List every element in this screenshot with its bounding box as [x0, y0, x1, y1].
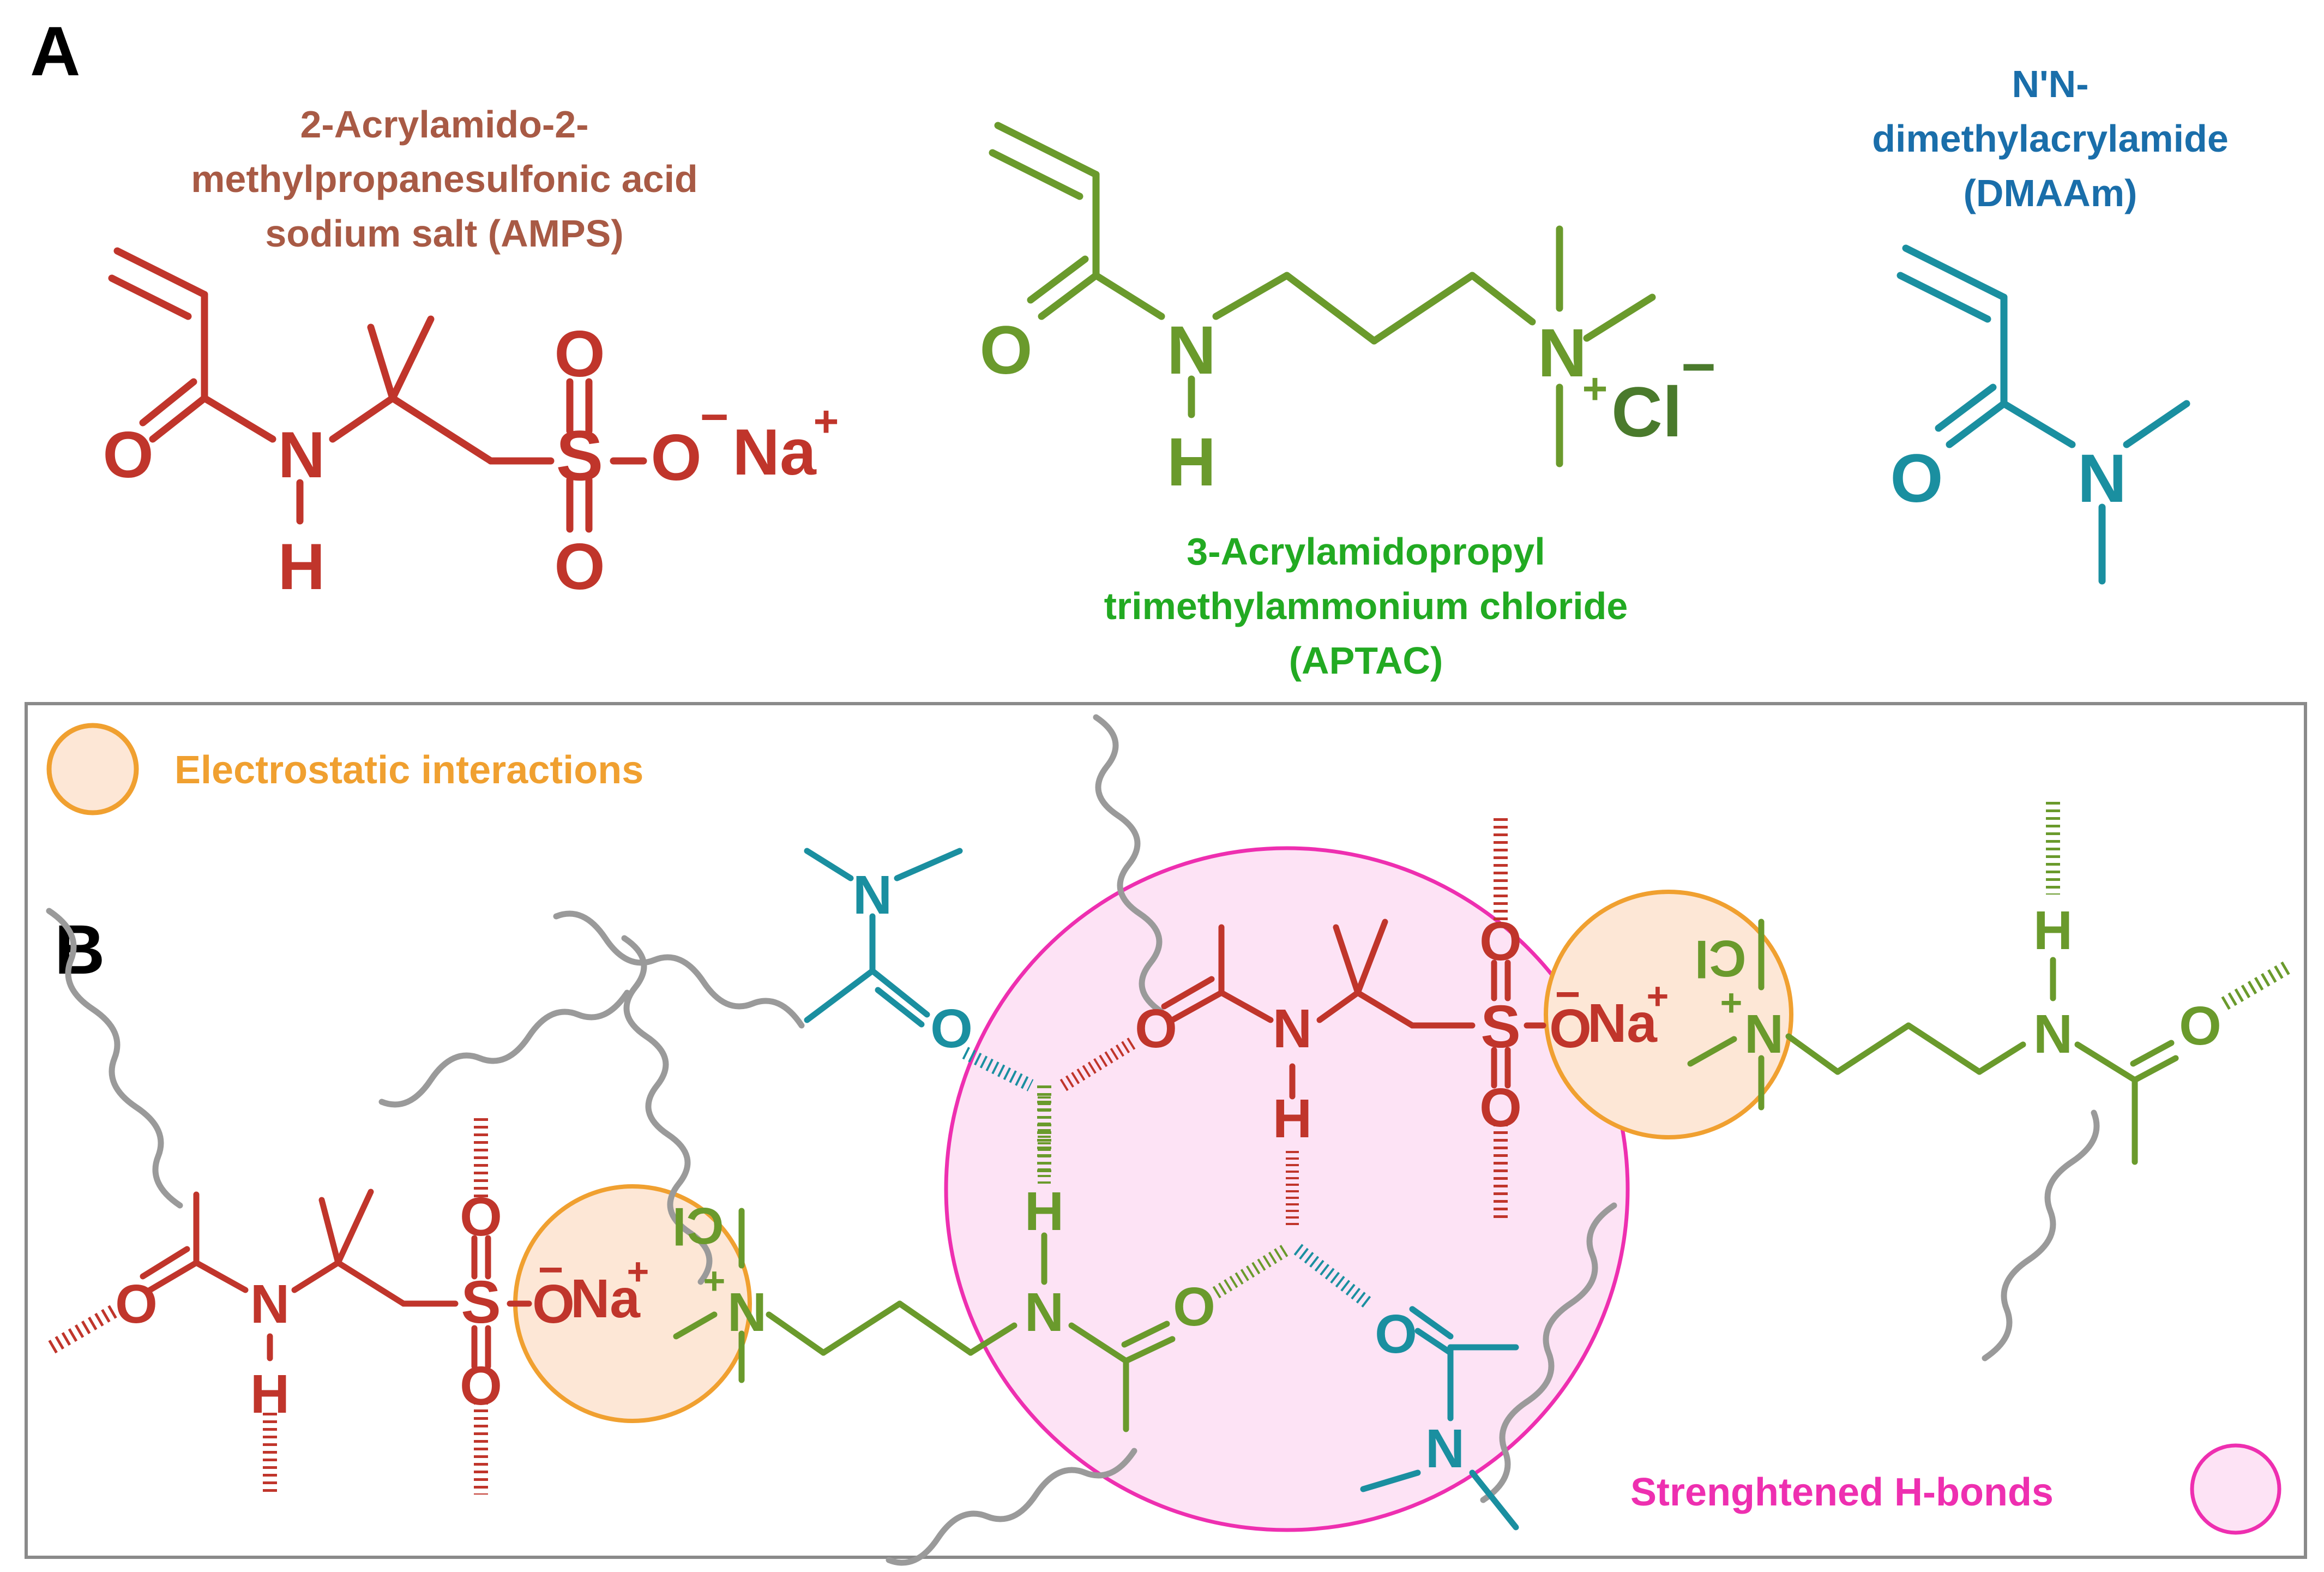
b-amps-center-o-top-atom: O: [1479, 911, 1522, 972]
aptac-title: 3-Acrylamidopropyl trimethylammonium chl…: [1104, 530, 1628, 682]
amps-structure: O N H S O O O − Na +: [103, 247, 839, 603]
b-aptac-left-n-atom: N: [1025, 1282, 1064, 1343]
b-aptac-right-h-atom: H: [2033, 900, 2073, 961]
amps-minus-charge: −: [700, 390, 729, 445]
b-aptac-left-cl-atom: Cl: [672, 1197, 724, 1255]
dmaam-title-line-3: (DMAAm): [1964, 172, 2138, 214]
amps-title-line-2: methylpropanesulfonic acid: [191, 158, 698, 200]
b-amps-center-o-bottom-atom: O: [1479, 1077, 1522, 1138]
amps-o-top-atom: O: [554, 317, 605, 391]
aptac-quaternary-n-atom: N: [1538, 315, 1587, 391]
legend-electrostatic-label: Electrostatic interactions: [174, 748, 643, 792]
b-aptac-left-h-atom: H: [1025, 1181, 1064, 1242]
dmaam-title-line-2: dimethylacrylamide: [1872, 117, 2229, 160]
panel-b-amps-center: O N H S O O O − Na +: [1135, 818, 1669, 1222]
amps-title-line-1: 2-Acrylamido-2-: [300, 103, 588, 146]
b-aptac-right-plus-charge: +: [1720, 981, 1743, 1024]
dmaam-title: N'N- dimethylacrylamide (DMAAm): [1872, 63, 2229, 214]
aptac-title-line-3: (APTAC): [1289, 639, 1443, 682]
b-amps-center-na-atom: Na: [1587, 993, 1658, 1054]
legend-electrostatic-swatch: [46, 723, 139, 815]
b-amps-center-o-atom: O: [1135, 998, 1177, 1059]
panel-a-label: A: [30, 13, 80, 91]
amps-title: 2-Acrylamido-2- methylpropanesulfonic ac…: [191, 103, 698, 255]
b-dmaam-lower-n-atom: N: [1425, 1418, 1465, 1479]
aptac-plus-charge: +: [1582, 364, 1608, 413]
dmaam-title-line-1: N'N-: [2012, 63, 2088, 105]
panel-b-aptac-right: N + Cl N H O: [1687, 802, 2294, 1165]
electrostatic-region-right: [1544, 890, 1793, 1139]
b-amps-left-na-atom: Na: [570, 1268, 641, 1329]
b-aptac-left-n-plus-atom: N: [727, 1282, 767, 1343]
b-amps-left-o-bottom-atom: O: [460, 1355, 502, 1417]
panel-b-aptac-left: N + Cl N H O: [672, 1085, 1215, 1432]
aptac-title-line-2: trimethylammonium chloride: [1104, 585, 1628, 627]
b-amps-left-s-atom: S: [461, 1269, 501, 1336]
b-aptac-right-n-plus-atom: N: [1744, 1004, 1784, 1065]
b-aptac-right-cl-atom: Cl: [1695, 929, 1747, 987]
aptac-o-atom: O: [979, 313, 1032, 388]
dmaam-n-atom: N: [2078, 441, 2127, 517]
b-aptac-right-n-atom: N: [2033, 1004, 2073, 1065]
amps-o-anion-atom: O: [651, 421, 701, 494]
b-aptac-left-o-atom: O: [1173, 1276, 1215, 1337]
legend-electrostatic: Electrostatic interactions: [46, 723, 643, 815]
b-aptac-right-o-atom: O: [2179, 995, 2221, 1057]
amps-o-atom: O: [103, 418, 153, 491]
aptac-n-atom: N: [1167, 313, 1216, 388]
panel-b-dmaam-lower: O N: [1360, 1304, 1519, 1531]
dmaam-o-atom: O: [1890, 441, 1943, 517]
b-amps-left-n-atom: N: [250, 1274, 290, 1335]
b-amps-center-minus-charge: −: [1555, 970, 1581, 1018]
dmaam-structure: O N: [1890, 244, 2190, 585]
amps-n-atom: N: [278, 418, 326, 491]
panel-b-dmaam-upper: N O: [804, 848, 973, 1059]
aptac-minus-charge: −: [1681, 333, 1716, 400]
hydrogen-bonds: [962, 1036, 1373, 1309]
b-amps-left-o-atom: O: [115, 1274, 158, 1335]
b-aptac-left-plus-charge: +: [703, 1259, 726, 1302]
amps-s-atom: S: [556, 416, 604, 495]
aptac-structure: O N H N + Cl −: [979, 122, 1716, 500]
b-dmaam-upper-n-atom: N: [853, 865, 892, 926]
b-amps-left-plus-charge: +: [627, 1250, 649, 1293]
b-amps-center-o-anion-atom: O: [1549, 998, 1592, 1059]
b-amps-left-minus-charge: −: [538, 1245, 564, 1294]
b-amps-center-h-atom: H: [1273, 1088, 1312, 1149]
b-amps-center-n-atom: N: [1273, 998, 1312, 1059]
legend-hbonds-label: Strenghtened H-bonds: [1630, 1471, 2054, 1514]
aptac-h-atom: H: [1167, 424, 1216, 500]
aptac-title-line-1: 3-Acrylamidopropyl: [1187, 530, 1545, 573]
polymer-backbone-segments: [46, 714, 2100, 1566]
h-bond-region: [944, 846, 1630, 1532]
aptac-cl-atom: Cl: [1611, 372, 1682, 452]
legend-hbonds: Strenghtened H-bonds: [1630, 1443, 2281, 1535]
b-amps-center-plus-charge: +: [1647, 975, 1669, 1017]
amps-title-line-3: sodium salt (AMPS): [265, 212, 623, 255]
b-amps-left-o-top-atom: O: [460, 1186, 502, 1247]
panel-b-amps-left: O N H S O O O − Na +: [48, 1118, 649, 1495]
panel-b-frame: [25, 702, 2307, 1559]
legend-hbonds-swatch: [2190, 1443, 2281, 1535]
b-dmaam-lower-o-atom: O: [1375, 1304, 1417, 1365]
b-dmaam-upper-o-atom: O: [930, 998, 973, 1059]
b-amps-center-s-atom: S: [1480, 993, 1520, 1060]
amps-o-bottom-atom: O: [554, 530, 605, 603]
amps-na-atom: Na: [732, 416, 817, 489]
b-amps-left-o-anion-atom: O: [532, 1274, 575, 1335]
b-amps-left-h-atom: H: [250, 1364, 290, 1425]
amps-h-atom: H: [278, 530, 326, 603]
amps-plus-charge: +: [814, 397, 839, 446]
